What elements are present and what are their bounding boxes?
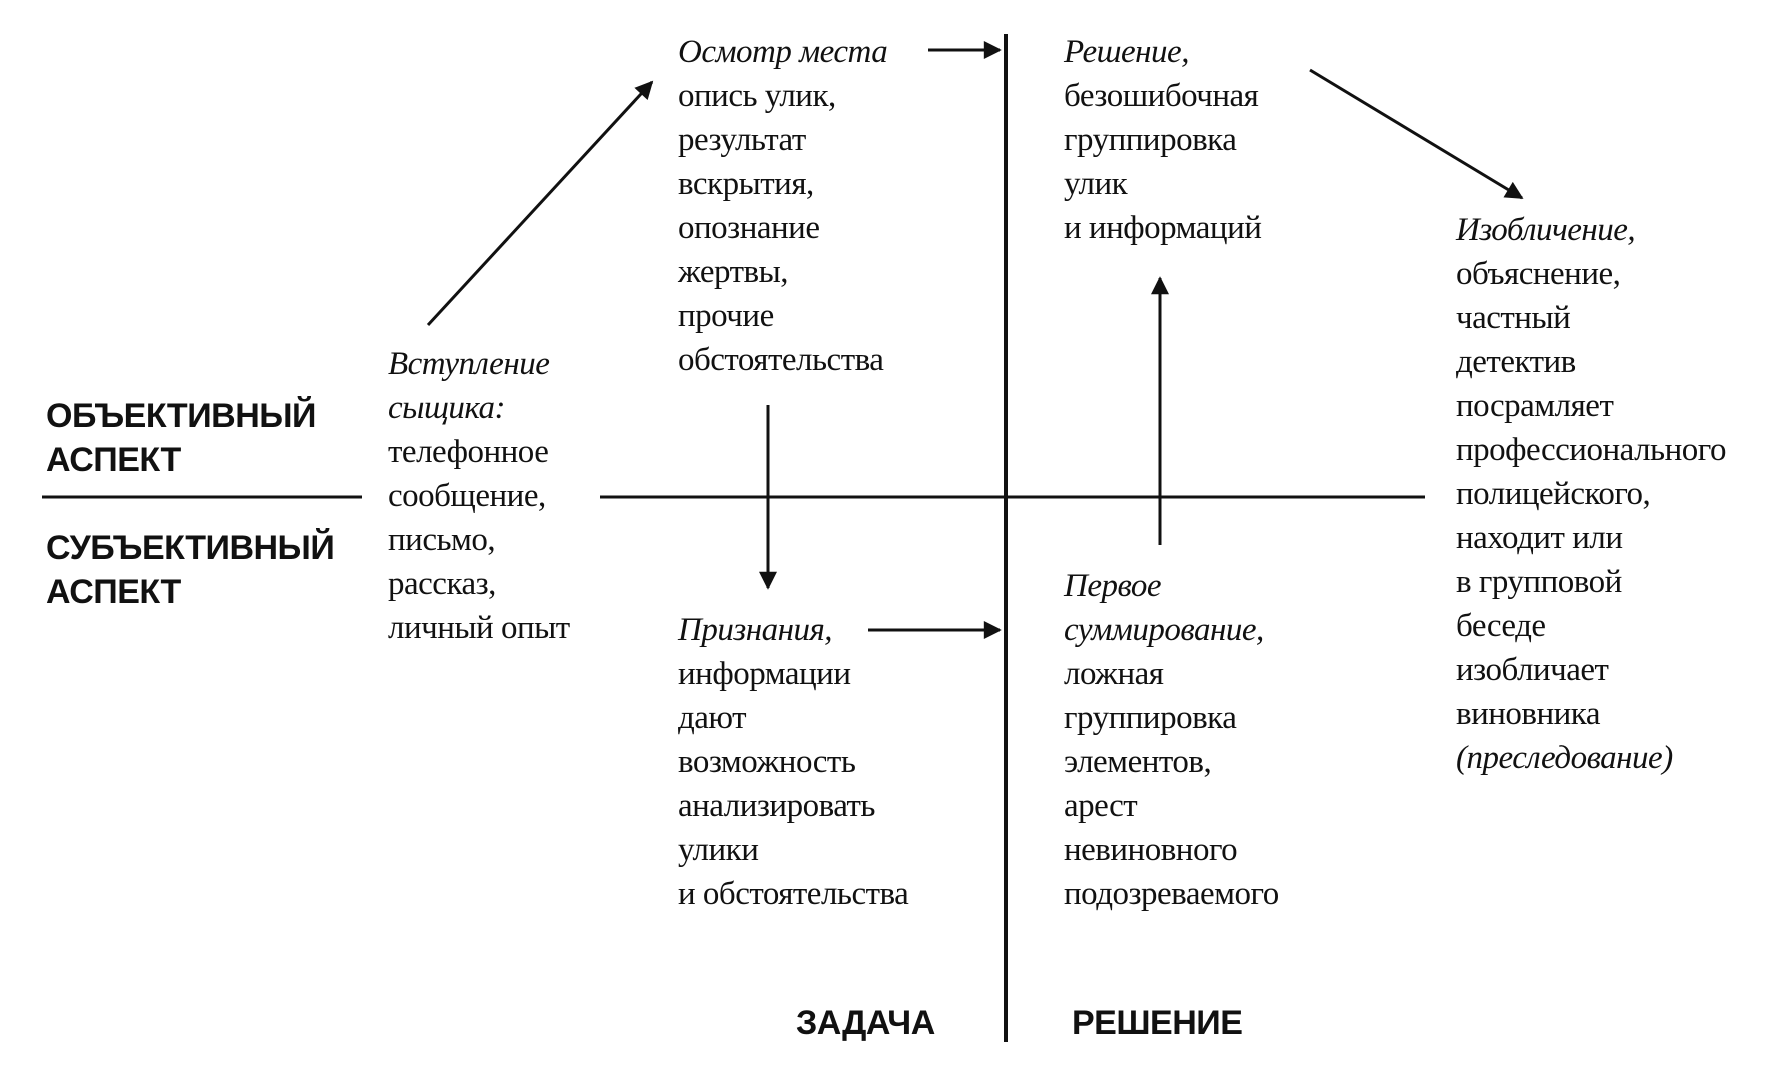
detective-entry-line-1: телефонное — [388, 430, 570, 474]
node-confessions: Признания, информации дают возможность а… — [678, 608, 908, 916]
detective-entry-line-3: письмо, — [388, 518, 570, 562]
exposure-line-10: изобличает — [1456, 648, 1726, 692]
objective-aspect-line-1: ОБЪЕКТИВНЫЙ — [46, 394, 316, 438]
node-first-summary: Первое суммирование, ложная группировка … — [1064, 564, 1279, 916]
subjective-aspect-line-2: АСПЕКТ — [46, 570, 334, 614]
first-summary-heading-1: Первое — [1064, 564, 1279, 608]
confessions-line-2: дают — [678, 696, 908, 740]
exposure-tail: (преследование) — [1456, 736, 1726, 780]
node-detective-entry: Вступление сыщика: телефонное сообщение,… — [388, 342, 570, 650]
scene-inspection-line-5: жертвы, — [678, 250, 887, 294]
first-summary-line-3: элементов, — [1064, 740, 1279, 784]
first-summary-heading-2: суммирование, — [1064, 608, 1279, 652]
solution-line-1: безошибочная — [1064, 74, 1261, 118]
first-summary-line-1: ложная — [1064, 652, 1279, 696]
exposure-line-9: беседе — [1456, 604, 1726, 648]
detective-entry-heading-1: Вступление — [388, 342, 570, 386]
confessions-line-1: информации — [678, 652, 908, 696]
subjective-aspect-line-1: СУБЪЕКТИВНЫЙ — [46, 526, 334, 570]
solution-line-2: группировка — [1064, 118, 1261, 162]
detective-entry-line-2: сообщение, — [388, 474, 570, 518]
subjective-aspect-label: СУБЪЕКТИВНЫЙ АСПЕКТ — [46, 526, 334, 614]
confessions-line-3: возможность — [678, 740, 908, 784]
scene-inspection-heading: Осмотр места — [678, 30, 887, 74]
exposure-line-7: находит или — [1456, 516, 1726, 560]
scene-inspection-line-3: вскрытия, — [678, 162, 887, 206]
scene-inspection-line-6: прочие — [678, 294, 887, 338]
objective-aspect-label: ОБЪЕКТИВНЫЙ АСПЕКТ — [46, 394, 316, 482]
exposure-line-5: профессионального — [1456, 428, 1726, 472]
detective-entry-line-5: личный опыт — [388, 606, 570, 650]
confessions-line-6: и обстоятельства — [678, 872, 908, 916]
confessions-heading: Признания, — [678, 608, 908, 652]
first-summary-line-6: подозреваемого — [1064, 872, 1279, 916]
detective-entry-line-4: рассказ, — [388, 562, 570, 606]
exposure-line-1: объяснение, — [1456, 252, 1726, 296]
scene-inspection-line-4: опознание — [678, 206, 887, 250]
node-solution: Решение, безошибочная группировка улик и… — [1064, 30, 1261, 250]
solution-line-3: улик — [1064, 162, 1261, 206]
axis-label-task: ЗАДАЧА — [796, 1004, 935, 1043]
exposure-line-8: в групповой — [1456, 560, 1726, 604]
exposure-heading: Изобличение, — [1456, 208, 1726, 252]
confessions-line-5: улики — [678, 828, 908, 872]
first-summary-line-4: арест — [1064, 784, 1279, 828]
exposure-line-6: полицейского, — [1456, 472, 1726, 516]
confessions-line-4: анализировать — [678, 784, 908, 828]
solution-line-4: и информаций — [1064, 206, 1261, 250]
exposure-line-11: виновника — [1456, 692, 1726, 736]
exposure-line-2: частный — [1456, 296, 1726, 340]
exposure-line-4: посрамляет — [1456, 384, 1726, 428]
scene-inspection-line-2: результат — [678, 118, 887, 162]
first-summary-line-5: невиновного — [1064, 828, 1279, 872]
objective-aspect-line-2: АСПЕКТ — [46, 438, 316, 482]
solution-heading: Решение, — [1064, 30, 1261, 74]
scene-inspection-line-1: опись улик, — [678, 74, 887, 118]
scene-inspection-line-7: обстоятельства — [678, 338, 887, 382]
detective-entry-heading-2: сыщика: — [388, 386, 570, 430]
axis-label-solution: РЕШЕНИЕ — [1072, 1004, 1242, 1043]
arrow-entry-to-inspection — [428, 82, 652, 325]
arrow-solution-to-exposure — [1310, 70, 1522, 198]
exposure-line-3: детектив — [1456, 340, 1726, 384]
first-summary-line-2: группировка — [1064, 696, 1279, 740]
node-exposure: Изобличение, объяснение, частный детекти… — [1456, 208, 1726, 780]
node-scene-inspection: Осмотр места опись улик, результат вскры… — [678, 30, 887, 382]
